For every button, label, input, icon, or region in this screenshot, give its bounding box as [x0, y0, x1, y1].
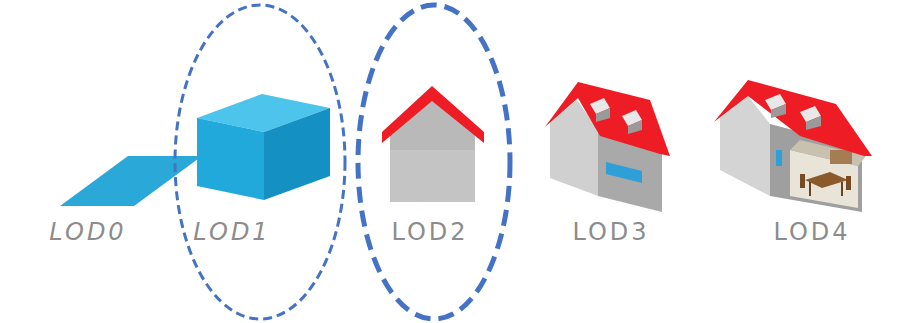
- interior-model: [714, 80, 872, 212]
- highlight-ellipse: [175, 5, 345, 319]
- level-label: LOD1: [191, 219, 272, 245]
- highlight-ellipse: [358, 5, 510, 319]
- level-label: LOD2: [389, 219, 470, 245]
- roof-model: [382, 86, 484, 202]
- level-label: LOD0: [47, 219, 128, 245]
- level-label: LOD4: [771, 219, 852, 245]
- footprint-plane: [60, 156, 202, 206]
- level-label: LOD3: [570, 219, 651, 245]
- block-model: [197, 94, 330, 200]
- exterior-model: [545, 82, 670, 212]
